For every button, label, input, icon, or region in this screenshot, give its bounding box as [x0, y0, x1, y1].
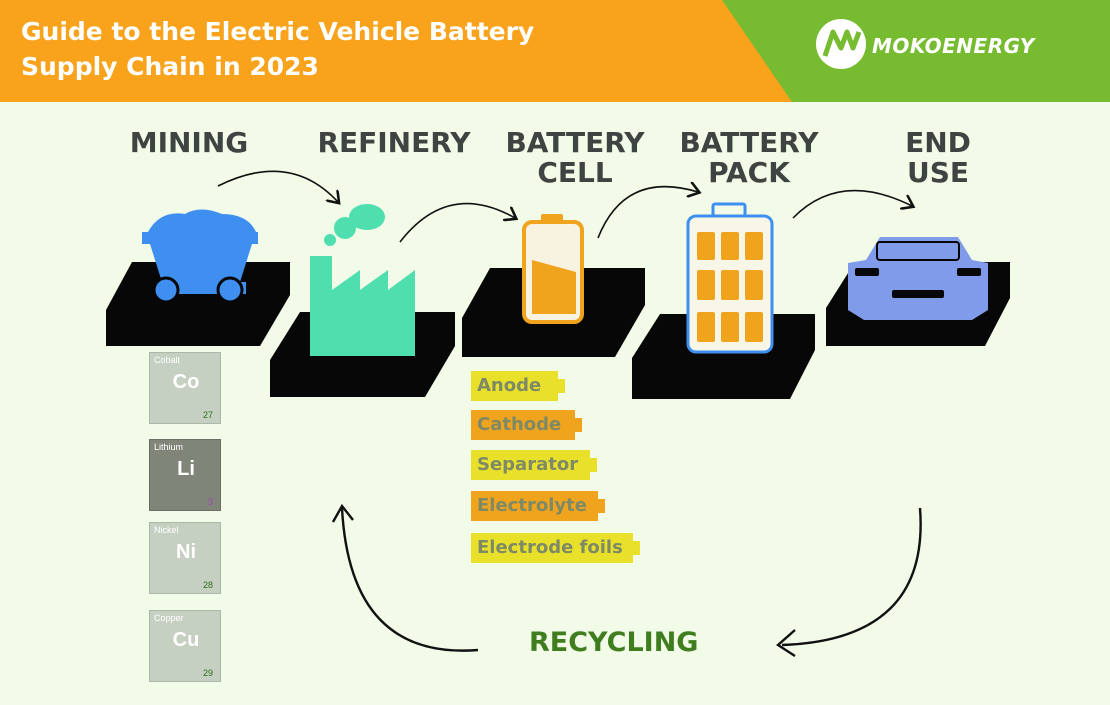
battery-cell-icon: [522, 214, 584, 324]
component-label: Electrolyte: [477, 495, 587, 516]
component-electrolyte: Electrolyte: [471, 491, 605, 521]
arrow-recycling-to-mining: [340, 507, 479, 652]
stage-battery-pack-line2: PACK: [708, 156, 790, 189]
component-label: Separator: [477, 454, 579, 475]
stage-mining-line1: MINING: [129, 126, 249, 159]
brand-logo-icon: [816, 19, 866, 69]
car-icon: [848, 237, 988, 320]
arrowhead-recycling-out: [331, 503, 354, 523]
element-name: Nickel: [154, 525, 179, 535]
stage-battery-cell-line2: CELL: [537, 156, 613, 189]
stage-end-use-line1: END: [905, 126, 971, 159]
element-symbol: Ni: [176, 541, 196, 563]
arrow-end-use-to-recycling: [781, 507, 922, 647]
stage-battery-cell-line1: BATTERY: [505, 126, 645, 159]
component-label: Anode: [477, 375, 542, 396]
arrowhead-recycling-in: [776, 629, 796, 658]
element-copper: Copper Cu 29: [149, 610, 221, 682]
stage-battery-pack-label: BATTERY PACK: [674, 128, 824, 188]
component-cathode: Cathode: [471, 410, 582, 440]
arrow-pack-to-end-use: [792, 189, 912, 219]
component-separator: Separator: [471, 450, 597, 480]
stage-battery-cell-label: BATTERY CELL: [500, 128, 650, 188]
arrow-mining-to-refinery: [217, 170, 338, 202]
element-number: 27: [202, 410, 213, 420]
component-tip: [558, 379, 565, 393]
battery-pack-icon: [686, 202, 774, 354]
recycling-label: RECYCLING: [529, 627, 699, 658]
stage-battery-pack-line1: BATTERY: [679, 126, 819, 159]
component-anode: Anode: [471, 371, 565, 401]
brand-name: MOKOENERGY: [872, 34, 1035, 58]
component-tip: [575, 418, 582, 432]
arrow-refinery-to-cell: [399, 202, 515, 243]
element-number: 29: [202, 668, 213, 678]
title-line-2: Supply Chain in 2023: [21, 52, 319, 81]
component-tip: [598, 499, 605, 513]
element-name: Lithium: [154, 442, 184, 452]
element-symbol: Cu: [172, 629, 200, 651]
element-symbol: Co: [172, 371, 200, 393]
component-electrode-foils: Electrode foils: [471, 533, 640, 563]
header: Guide to the Electric Vehicle Battery Su…: [0, 0, 1110, 102]
component-label: Cathode: [477, 414, 562, 435]
factory-icon: [310, 204, 415, 356]
stage-end-use-label: END USE: [890, 128, 986, 188]
element-nickel: Nickel Ni 28: [149, 522, 221, 594]
page-title: Guide to the Electric Vehicle Battery Su…: [21, 14, 534, 84]
stage-refinery-label: REFINERY: [314, 128, 474, 158]
element-lithium: Lithium Li 3: [149, 439, 221, 511]
element-name: Copper: [154, 613, 184, 623]
component-tip: [633, 541, 640, 555]
element-number: 3: [207, 497, 213, 507]
stage-refinery-line1: REFINERY: [317, 126, 471, 159]
recycling-arrows: [331, 503, 922, 658]
flow-arrows: [217, 170, 912, 243]
arrow-cell-to-pack: [597, 187, 698, 239]
component-tip: [590, 458, 597, 472]
element-cobalt: Cobalt Co 27: [149, 352, 221, 424]
element-name: Cobalt: [154, 355, 181, 365]
element-symbol: Li: [177, 458, 195, 480]
stage-mining-label: MINING: [126, 128, 252, 158]
header-background: [0, 0, 1110, 102]
title-line-1: Guide to the Electric Vehicle Battery: [21, 17, 535, 46]
stage-end-use-line2: USE: [906, 156, 970, 189]
component-label: Electrode foils: [477, 537, 623, 558]
mine-cart-icon: [142, 209, 258, 304]
element-number: 28: [202, 580, 213, 590]
